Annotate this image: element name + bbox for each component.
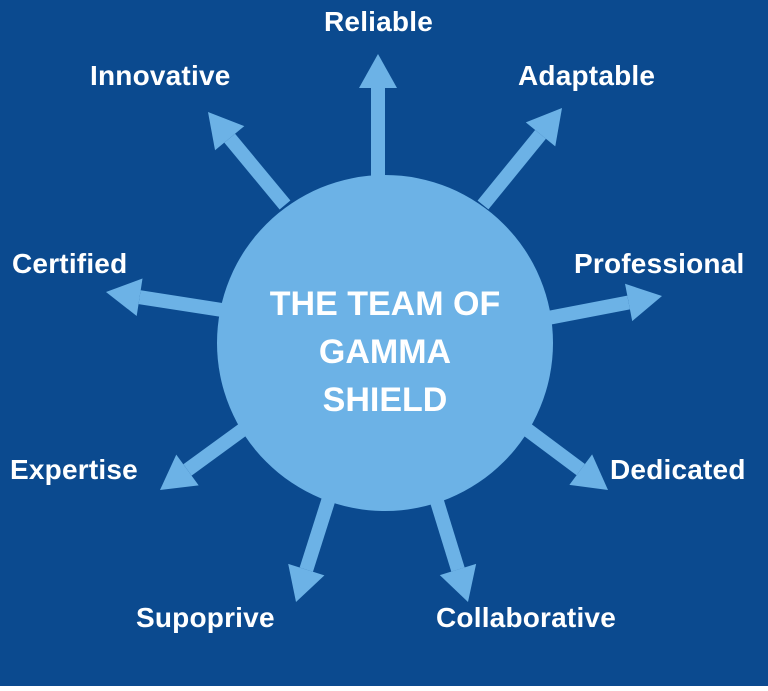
label-adaptable: Adaptable: [518, 60, 656, 91]
arrow-supoprive-shaft: [299, 492, 337, 572]
arrow-collaborative: [428, 492, 477, 602]
arrow-certified: [106, 278, 224, 317]
hub-title: THE TEAM OF GAMMA SHIELD: [218, 280, 552, 424]
arrow-dedicated-shaft: [520, 422, 585, 476]
arrow-reliable-shaft: [371, 88, 385, 178]
arrow-expertise-head: [160, 454, 199, 490]
hub-title-line-2: GAMMA: [318, 333, 452, 371]
label-dedicated: Dedicated: [610, 454, 746, 485]
arrow-expertise-shaft: [183, 422, 250, 476]
arrow-professional-shaft: [546, 295, 630, 325]
arrow-reliable: [359, 54, 397, 178]
label-certified: Certified: [12, 248, 128, 279]
arrow-innovative: [208, 112, 291, 210]
arrow-collaborative-head: [439, 563, 477, 602]
arrow-dedicated-head: [569, 454, 608, 490]
hub-title-line-3: SHIELD: [322, 381, 448, 419]
arrow-dedicated: [520, 422, 608, 490]
arrow-innovative-shaft: [224, 133, 291, 210]
arrow-innovative-head: [208, 112, 245, 151]
arrow-supoprive-head: [288, 563, 325, 602]
arrow-adaptable: [477, 108, 562, 210]
arrow-reliable-head: [359, 54, 397, 88]
arrow-adaptable-shaft: [477, 129, 546, 210]
arrow-adaptable-head: [525, 108, 562, 147]
arrow-expertise: [160, 422, 250, 490]
hub-circle: [217, 175, 553, 511]
arrow-certified-head: [106, 278, 143, 316]
arrow-professional: [546, 283, 662, 325]
arrow-supoprive: [288, 492, 337, 602]
label-reliable: Reliable: [324, 6, 433, 37]
label-supoprive: Supoprive: [136, 602, 275, 633]
arrow-professional-head: [625, 283, 662, 322]
label-professional: Professional: [574, 248, 745, 279]
label-collaborative: Collaborative: [436, 602, 616, 633]
arrow-collaborative-shaft: [428, 492, 465, 572]
label-innovative: Innovative: [90, 60, 231, 91]
arrow-certified-shaft: [138, 290, 224, 317]
label-expertise: Expertise: [10, 454, 138, 485]
hub-title-line-1: THE TEAM OF: [269, 285, 501, 323]
